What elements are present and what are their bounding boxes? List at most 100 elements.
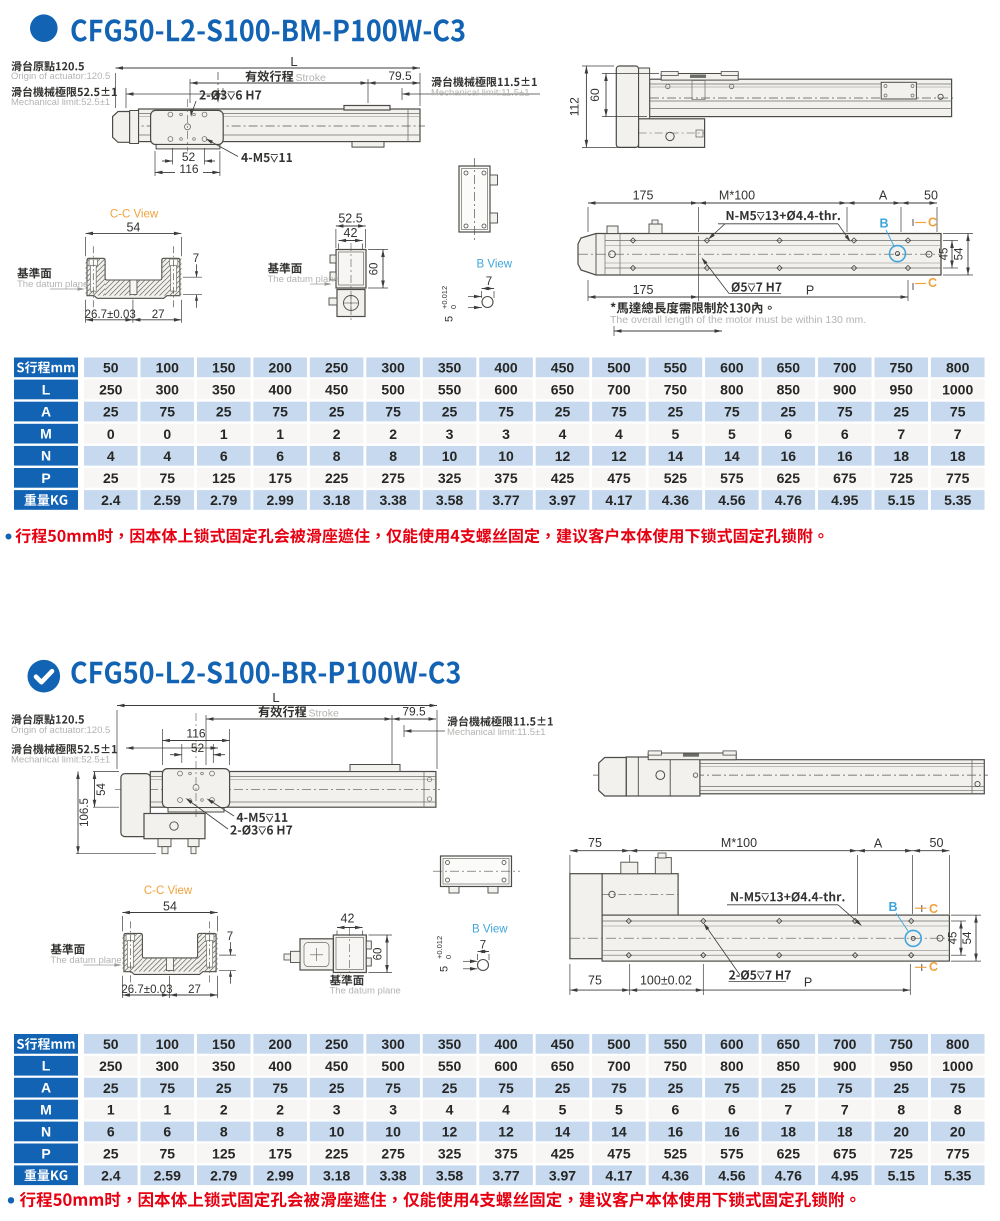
svg-text:4.95: 4.95 (831, 1167, 858, 1183)
svg-text:The datum plane: The datum plane (268, 274, 339, 285)
svg-text:275: 275 (381, 1146, 405, 1162)
svg-text:6: 6 (276, 448, 284, 464)
svg-text:450: 450 (325, 382, 349, 398)
svg-text:112: 112 (568, 97, 582, 116)
svg-text:5: 5 (728, 426, 736, 442)
svg-text:M*100: M*100 (721, 836, 757, 850)
svg-text:100: 100 (156, 360, 180, 376)
svg-text:2.59: 2.59 (154, 1167, 181, 1183)
svg-text:60: 60 (373, 948, 385, 961)
svg-text:5: 5 (439, 966, 451, 972)
svg-text:52.5: 52.5 (338, 212, 362, 226)
svg-text:400: 400 (494, 360, 518, 376)
svg-text:525: 525 (664, 1146, 688, 1162)
svg-text:116: 116 (186, 727, 205, 741)
svg-text:+0.012: +0.012 (440, 286, 449, 309)
svg-text:75: 75 (724, 1080, 740, 1096)
svg-text:Stroke: Stroke (296, 72, 327, 84)
svg-text:54: 54 (96, 783, 108, 796)
svg-text:50: 50 (924, 189, 938, 203)
svg-text:175: 175 (269, 1146, 293, 1162)
svg-text:100±0.02: 100±0.02 (640, 974, 692, 988)
svg-text:B View: B View (472, 924, 508, 936)
svg-text:850: 850 (777, 382, 801, 398)
svg-text:B: B (879, 217, 888, 231)
svg-text:20: 20 (950, 1124, 966, 1140)
svg-text:3.18: 3.18 (323, 1167, 350, 1183)
svg-text:26.7±0.03: 26.7±0.03 (121, 984, 172, 996)
svg-text:Mechanical limit:11.5±1: Mechanical limit:11.5±1 (431, 88, 530, 99)
svg-text:25: 25 (893, 1080, 909, 1096)
svg-text:650: 650 (777, 360, 801, 376)
svg-text:800: 800 (720, 1058, 744, 1074)
svg-text:25: 25 (103, 470, 119, 486)
svg-text:200: 200 (269, 1036, 293, 1052)
svg-text:50: 50 (103, 360, 119, 376)
svg-text:N: N (41, 1123, 51, 1139)
svg-text:4.76: 4.76 (775, 1167, 802, 1183)
svg-text:L: L (42, 381, 51, 397)
svg-text:800: 800 (946, 1036, 970, 1052)
svg-text:7: 7 (227, 931, 233, 943)
svg-text:14: 14 (611, 1124, 627, 1140)
svg-text:125: 125 (212, 1146, 236, 1162)
svg-text:75: 75 (588, 974, 602, 988)
svg-text:175: 175 (633, 189, 654, 203)
svg-text:4.17: 4.17 (605, 492, 632, 508)
svg-text:27: 27 (152, 309, 165, 321)
svg-text:950: 950 (890, 1058, 914, 1074)
svg-text:775: 775 (946, 470, 970, 486)
svg-text:25: 25 (893, 404, 909, 420)
svg-text:75: 75 (950, 404, 966, 420)
svg-text:7: 7 (954, 426, 962, 442)
svg-text:2.59: 2.59 (154, 492, 181, 508)
svg-text:775: 775 (946, 1146, 970, 1162)
svg-text:400: 400 (269, 382, 293, 398)
svg-text:350: 350 (438, 1036, 462, 1052)
svg-text:600: 600 (720, 360, 744, 376)
svg-text:8: 8 (333, 448, 341, 464)
svg-text:116: 116 (179, 162, 198, 176)
svg-text:A: A (879, 189, 888, 203)
svg-text:800: 800 (946, 360, 970, 376)
svg-text:4: 4 (615, 426, 623, 442)
svg-text:6: 6 (841, 426, 849, 442)
svg-text:16: 16 (668, 1124, 684, 1140)
svg-text:75: 75 (498, 1080, 514, 1096)
svg-text:2: 2 (333, 426, 341, 442)
svg-text:325: 325 (438, 1146, 462, 1162)
svg-text:700: 700 (833, 1036, 857, 1052)
svg-text:500: 500 (381, 382, 405, 398)
svg-text:300: 300 (156, 1058, 180, 1074)
svg-text:1000: 1000 (942, 1058, 973, 1074)
svg-text:52: 52 (182, 150, 196, 164)
svg-text:3.38: 3.38 (379, 1167, 406, 1183)
svg-text:+0.012: +0.012 (435, 936, 444, 959)
svg-text:2.4: 2.4 (101, 1167, 121, 1183)
svg-text:3.58: 3.58 (436, 492, 463, 508)
svg-text:54: 54 (954, 247, 966, 260)
svg-text:25: 25 (781, 1080, 797, 1096)
svg-text:425: 425 (551, 1146, 575, 1162)
svg-text:26.7±0.03: 26.7±0.03 (85, 309, 136, 321)
svg-text:10: 10 (498, 448, 514, 464)
svg-text:450: 450 (325, 1058, 349, 1074)
svg-text:25: 25 (103, 1146, 119, 1162)
svg-text:52: 52 (191, 741, 205, 755)
svg-text:0: 0 (163, 426, 171, 442)
svg-text:675: 675 (833, 1146, 857, 1162)
svg-text:60: 60 (588, 88, 602, 102)
svg-text:500: 500 (381, 1058, 405, 1074)
svg-text:Origin of actuator:120.5: Origin of actuator:120.5 (11, 71, 110, 82)
svg-text:75: 75 (588, 836, 602, 850)
svg-text:8: 8 (276, 1124, 284, 1140)
svg-text:4.36: 4.36 (662, 492, 689, 508)
svg-text:250: 250 (325, 1036, 349, 1052)
svg-text:750: 750 (664, 1058, 688, 1074)
svg-text:75: 75 (837, 404, 853, 420)
svg-text:350: 350 (212, 1058, 236, 1074)
svg-text:25: 25 (329, 404, 345, 420)
svg-text:250: 250 (99, 382, 123, 398)
svg-text:12: 12 (555, 448, 571, 464)
svg-text:750: 750 (890, 1036, 914, 1052)
